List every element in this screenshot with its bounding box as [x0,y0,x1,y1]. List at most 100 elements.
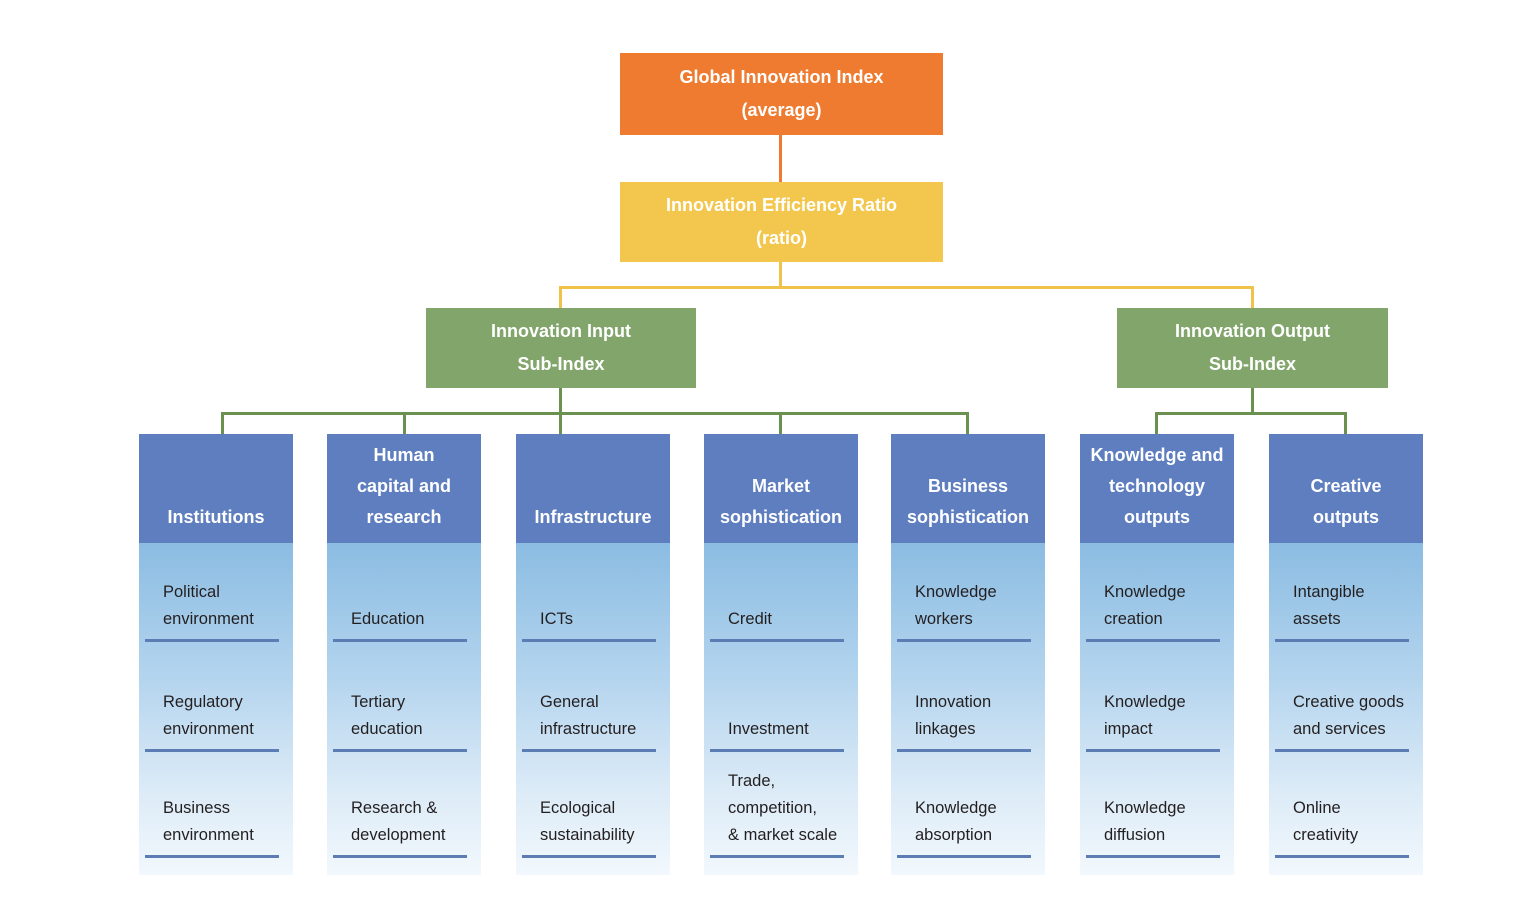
subitem-label: Trade, competition, & market scale [728,772,838,844]
connector-output-stem [1251,388,1254,415]
subitem-label: Knowledge workers [915,583,997,628]
pillar-institutions: Institutions Political environment Regul… [139,434,293,875]
connector-to-infrastructure [559,412,562,434]
subitem-underline [897,749,1031,752]
pillar-title: Knowledge and technology outputs [1090,445,1224,527]
connector-input-crossbar [221,412,969,415]
subitem-label: Online creativity [1293,799,1359,844]
pillar-body: ICTs General infrastructure Ecological s… [516,543,670,875]
subitem-label: Knowledge diffusion [1104,799,1186,844]
subitem-underline [897,639,1031,642]
subitem-intangible-assets: Intangible assets [1269,543,1423,642]
subitem-label: Investment [728,720,809,738]
subitem-education: Education [327,543,481,642]
connector-to-business-sophistication [966,412,969,434]
subitem-creative-goods-and-services: Creative goods and services [1269,642,1423,752]
connector-efficiency-crossbar [559,286,1254,289]
subitem-innovation-linkages: Innovation linkages [891,642,1045,752]
node-innovation-output-subindex-label: Innovation Output Sub-Index [1175,321,1330,374]
node-global-innovation-index-label: Global Innovation Index (average) [679,67,884,120]
subitem-credit: Credit [704,543,858,642]
pillar-header: Knowledge and technology outputs [1080,434,1234,543]
subitem-label: Education [351,610,425,628]
subitem-label: Knowledge creation [1104,583,1186,628]
subitem-knowledge-creation: Knowledge creation [1080,543,1234,642]
pillar-header: Infrastructure [516,434,670,543]
node-innovation-input-subindex-label: Innovation Input Sub-Index [491,321,631,374]
pillar-title: Human capital and research [356,445,452,527]
pillar-creative-outputs: Creative outputs Intangible assets Creat… [1269,434,1423,875]
subitem-underline [710,749,844,752]
subitem-label: Innovation linkages [915,693,992,738]
pillar-body: Political environment Regulatory environ… [139,543,293,875]
subitem-trade-competition-market-scale: Trade, competition, & market scale [704,752,858,858]
subitem-label: Knowledge impact [1104,693,1186,738]
connector-to-input-subindex [559,286,562,308]
node-innovation-efficiency-ratio: Innovation Efficiency Ratio (ratio) [620,182,943,262]
subitem-research-and-development: Research & development [327,752,481,858]
subitem-tertiary-education: Tertiary education [327,642,481,752]
subitem-knowledge-workers: Knowledge workers [891,543,1045,642]
pillar-title: Business sophistication [906,476,1029,527]
connector-to-institutions [221,412,224,434]
subitem-label: Regulatory environment [163,693,254,738]
node-innovation-efficiency-ratio-label: Innovation Efficiency Ratio (ratio) [665,195,898,248]
subitem-icts: ICTs [516,543,670,642]
pillar-body: Knowledge creation Knowledge impact Know… [1080,543,1234,875]
pillar-header: Market sophistication [704,434,858,543]
subitem-underline [333,639,467,642]
pillar-human-capital-and-research: Human capital and research Education Ter… [327,434,481,875]
subitem-general-infrastructure: General infrastructure [516,642,670,752]
pillar-body: Education Tertiary education Research & … [327,543,481,875]
pillar-body: Credit Investment Trade, competition, & … [704,543,858,875]
subitem-label: Knowledge absorption [915,799,997,844]
subitem-underline [710,639,844,642]
pillar-title: Creative outputs [1310,476,1382,527]
subitem-label: Research & development [351,799,446,844]
subitem-knowledge-diffusion: Knowledge diffusion [1080,752,1234,858]
subitem-underline [1275,749,1409,752]
node-innovation-input-subindex: Innovation Input Sub-Index [426,308,696,388]
subitem-underline [1086,639,1220,642]
pillar-title: Institutions [167,507,265,527]
subitem-underline [522,855,656,858]
subitem-label: ICTs [540,610,573,628]
connector-output-crossbar [1155,412,1347,415]
pillar-header: Creative outputs [1269,434,1423,543]
subitem-label: Credit [728,610,773,628]
subitem-label: Creative goods and services [1293,693,1404,738]
pillar-knowledge-and-technology-outputs: Knowledge and technology outputs Knowled… [1080,434,1234,875]
connector-gii-to-efficiency [779,135,782,182]
pillar-market-sophistication: Market sophistication Credit Investment … [704,434,858,875]
pillar-infrastructure: Infrastructure ICTs General infrastructu… [516,434,670,875]
subitem-regulatory-environment: Regulatory environment [139,642,293,752]
node-global-innovation-index: Global Innovation Index (average) [620,53,943,135]
connector-efficiency-stem [779,262,782,289]
subitem-ecological-sustainability: Ecological sustainability [516,752,670,858]
subitem-underline [333,749,467,752]
pillar-body: Knowledge workers Innovation linkages Kn… [891,543,1045,875]
connector-to-human-capital [403,412,406,434]
node-innovation-output-subindex: Innovation Output Sub-Index [1117,308,1388,388]
subitem-underline [522,749,656,752]
pillar-header: Institutions [139,434,293,543]
subitem-underline [710,855,844,858]
subitem-investment: Investment [704,642,858,752]
subitem-underline [145,749,279,752]
subitem-underline [897,855,1031,858]
connector-input-stem [559,388,562,415]
pillar-business-sophistication: Business sophistication Knowledge worker… [891,434,1045,875]
subitem-label: Political environment [163,583,254,628]
subitem-underline [522,639,656,642]
subitem-label: Intangible assets [1293,583,1365,628]
pillar-header: Human capital and research [327,434,481,543]
subitem-label: Ecological sustainability [540,799,635,844]
subitem-underline [333,855,467,858]
subitem-underline [145,639,279,642]
connector-to-market-sophistication [779,412,782,434]
connector-to-output-subindex [1251,286,1254,308]
pillar-title: Market sophistication [719,476,842,527]
connector-to-knowledge-outputs [1155,412,1158,434]
subitem-knowledge-impact: Knowledge impact [1080,642,1234,752]
